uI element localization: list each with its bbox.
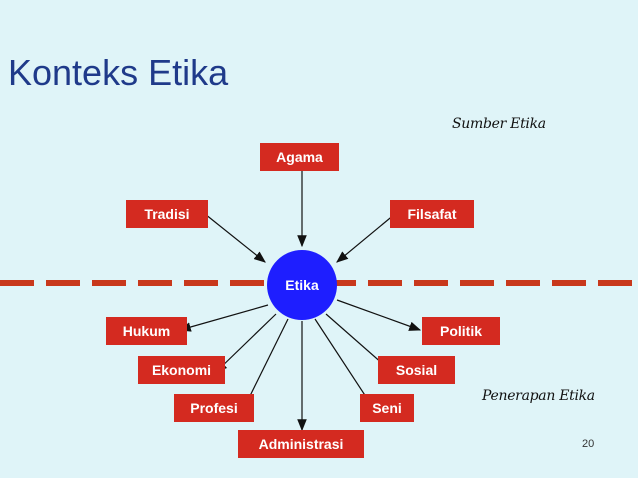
arrow-seni <box>314 318 373 408</box>
arrow-ekonomi <box>215 313 277 373</box>
application-box-seni: Seni <box>360 394 414 422</box>
arrow-politik <box>336 299 422 331</box>
application-box-ekonomi: Ekonomi <box>138 356 225 384</box>
application-box-politik: Politik <box>422 317 500 345</box>
application-box-sosial: Sosial <box>378 356 455 384</box>
page-number: 20 <box>582 438 595 450</box>
application-box-administrasi: Administrasi <box>238 430 364 458</box>
arrow-profesi <box>244 318 289 408</box>
application-box-hukum: Hukum <box>106 317 187 345</box>
arrow-hukum <box>178 304 269 332</box>
arrow-filsafat <box>336 213 396 263</box>
source-box-agama: Agama <box>260 143 339 171</box>
sumber-etika-label: Sumber Etika <box>452 116 546 132</box>
center-node-etika: Etika <box>267 250 337 320</box>
source-box-filsafat: Filsafat <box>390 200 474 228</box>
application-box-profesi: Profesi <box>174 394 254 422</box>
arrow-tradisi <box>204 213 266 263</box>
source-box-tradisi: Tradisi <box>126 200 208 228</box>
page-title: Konteks Etika <box>8 52 229 93</box>
penerapan-etika-label: Penerapan Etika <box>482 388 595 404</box>
